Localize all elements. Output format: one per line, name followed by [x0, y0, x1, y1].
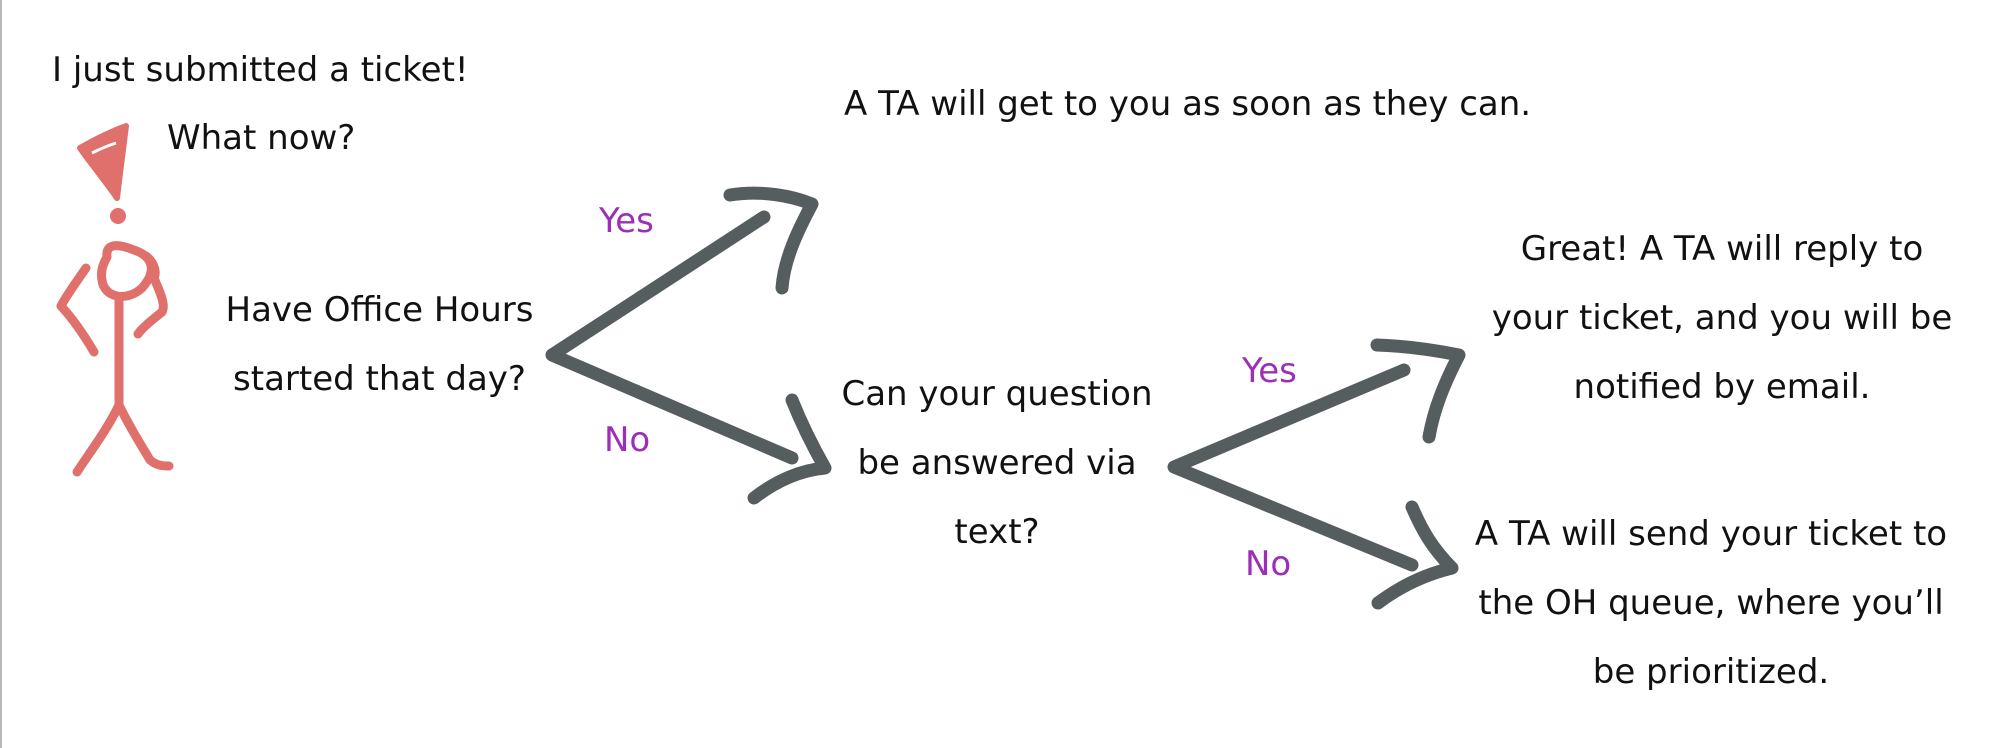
yes-arrow-1	[545, 210, 799, 465]
reply-email-outcome: Great! A TA will reply to your ticket, a…	[1472, 215, 1972, 422]
ta-soon-outcome: A TA will get to you as soon as they can…	[844, 84, 1532, 124]
reply-email-line: your ticket, and you will be	[1491, 298, 1953, 338]
branch-label-yes-2: Yes	[1242, 351, 1297, 391]
branch-label-yes-1: Yes	[599, 201, 654, 241]
exclamation-icon	[77, 123, 129, 224]
office-hours-question: Have Office Hours started that day?	[202, 276, 557, 414]
yes-arrowhead-2	[1370, 338, 1466, 444]
text-question-line: be answered via	[857, 443, 1137, 483]
oh-queue-line: A TA will send your ticket to	[1474, 514, 1948, 554]
no-arrowhead-2	[1371, 500, 1459, 610]
oh-queue-line: the OH queue, where you’ll	[1478, 583, 1944, 623]
intro-line-1: I just submitted a ticket!	[52, 50, 469, 90]
branch-label-no-2: No	[1245, 544, 1292, 584]
branch-label-no-1: No	[604, 420, 651, 460]
no-arrowhead-1	[747, 393, 832, 505]
text-question: Can your question be answered via text?	[817, 360, 1177, 567]
office-hours-question-line: Have Office Hours	[225, 290, 534, 330]
yes-arrow-2	[1167, 363, 1419, 572]
yes-arrowhead-1	[723, 186, 819, 295]
text-question-line: text?	[954, 512, 1040, 552]
office-hours-question-line: started that day?	[233, 359, 526, 399]
intro-line-2: What now?	[167, 118, 356, 158]
oh-queue-outcome: A TA will send your ticket to the OH que…	[1457, 500, 1965, 707]
text-question-line: Can your question	[841, 374, 1153, 414]
reply-email-line: Great! A TA will reply to	[1520, 229, 1924, 269]
reply-email-line: notified by email.	[1573, 367, 1871, 407]
oh-queue-line: be prioritized.	[1592, 652, 1830, 692]
